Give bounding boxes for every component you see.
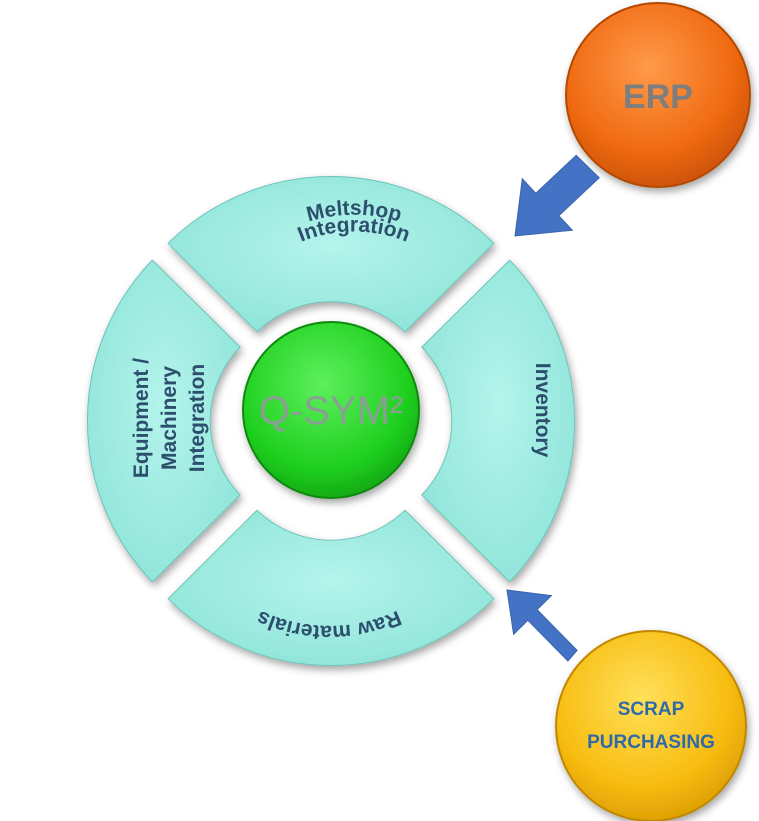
erp-label: ERP <box>623 78 693 116</box>
inventory-label: Inventory <box>531 363 554 458</box>
equipment-label-line3: Integration <box>186 364 209 473</box>
segment-meltshop <box>167 176 495 333</box>
equipment-label-line1: Equipment / <box>130 358 153 478</box>
erp-circle <box>565 2 751 188</box>
equipment-label: Equipment / Machinery Integration <box>130 358 209 478</box>
segment-raw-materials <box>167 509 495 666</box>
scrap-circle <box>555 630 747 821</box>
segment-inventory <box>421 259 575 583</box>
scrap-label-line1: SCRAP <box>618 699 685 720</box>
outer-ring <box>87 176 575 666</box>
erp-arrow <box>514 154 600 237</box>
center-label: Q-SYM² <box>259 389 403 433</box>
segment-equipment <box>87 259 241 583</box>
scrap-arrow <box>506 589 578 662</box>
scrap-label-line2: PURCHASING <box>587 732 715 753</box>
equipment-label-line2: Machinery <box>158 366 181 470</box>
center-circle <box>242 321 420 499</box>
